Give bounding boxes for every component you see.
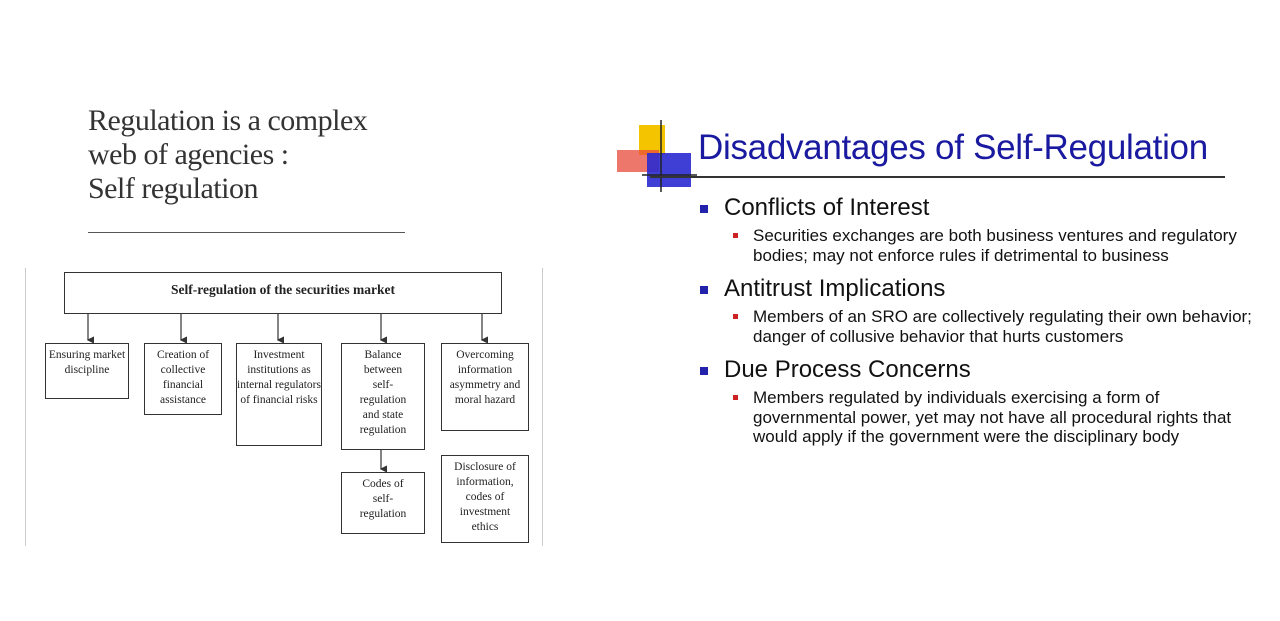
diagram-box-market-discipline: Ensuring market discipline — [45, 343, 129, 399]
slide-title-underline — [650, 176, 1225, 178]
bullet-conflicts-of-interest: Conflicts of Interest — [700, 194, 1260, 222]
bullet-antitrust-implications: Antitrust Implications — [700, 275, 1260, 303]
slide-title: Disadvantages of Self-Regulation — [698, 128, 1208, 167]
bullet-square-icon — [700, 205, 708, 213]
diagram-box-codes-of-self-regulation: Codes of self-regulation — [341, 472, 425, 534]
sub-bullet-due-process: Members regulated by individuals exercis… — [730, 388, 1260, 447]
slide-decoration-icon — [617, 120, 697, 192]
diagram-connectors — [86, 314, 488, 473]
diagram-top-box: Self-regulation of the securities market — [64, 272, 502, 314]
left-title-line-2: web of agencies : — [88, 138, 289, 171]
diagram-box-information-asymmetry: Overcoming information asymmetry and mor… — [441, 343, 529, 431]
bullet-heading: Due Process Concerns — [724, 356, 971, 383]
diagram-box-investment-institutions: Investment institutions as internal regu… — [236, 343, 322, 446]
sub-bullet-antitrust: Members of an SRO are collectively regul… — [730, 307, 1260, 346]
bullet-square-icon — [700, 367, 708, 375]
slide-bullet-list: Conflicts of Interest Securities exchang… — [700, 194, 1260, 447]
bullet-heading: Conflicts of Interest — [724, 194, 930, 221]
left-title-line-3: Self regulation — [88, 172, 258, 205]
diagram-box-balance: Balance between self-regulation and stat… — [341, 343, 425, 450]
sub-bullet-square-icon — [733, 314, 738, 319]
sub-bullet-text: Members of an SRO are collectively regul… — [753, 307, 1252, 346]
diagram-box-collective-assistance: Creation of collective financial assista… — [144, 343, 222, 415]
bullet-heading: Antitrust Implications — [724, 275, 946, 302]
sub-bullet-text: Members regulated by individuals exercis… — [753, 388, 1232, 446]
bullet-due-process-concerns: Due Process Concerns — [700, 356, 1260, 384]
bullet-square-icon — [700, 286, 708, 294]
sub-bullet-square-icon — [733, 233, 738, 238]
sub-bullet-square-icon — [733, 395, 738, 400]
left-title: Regulation is a complex web of agencies … — [88, 104, 418, 206]
diagram-box-disclosure: Disclosure of information, codes of inve… — [441, 455, 529, 543]
sub-bullet-text: Securities exchanges are both business v… — [753, 226, 1237, 265]
self-regulation-diagram: Self-regulation of the securities market… — [25, 268, 543, 546]
left-title-line-1: Regulation is a complex — [88, 104, 368, 137]
title-divider — [88, 232, 405, 233]
sub-bullet-conflicts: Securities exchanges are both business v… — [730, 226, 1260, 265]
